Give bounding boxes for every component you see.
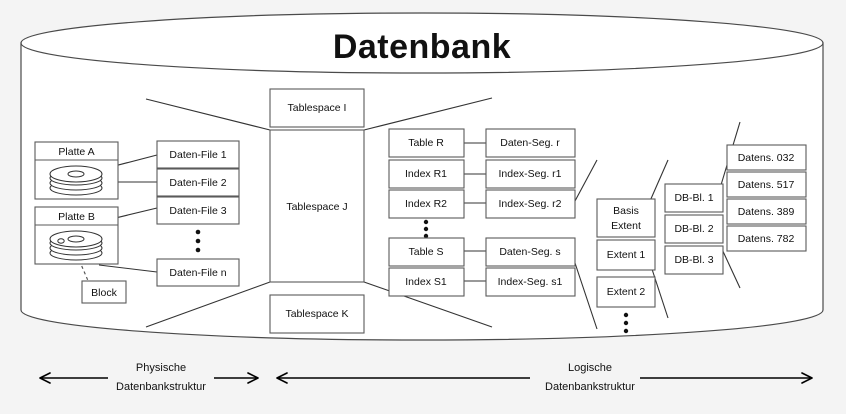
data-file-item[interactable]: Daten-File 3 [156, 196, 240, 225]
block-label: Block [91, 287, 117, 299]
axis-label-line2: Datenbankstruktur [116, 381, 206, 393]
object-label: Index R1 [405, 168, 447, 180]
db-block-item[interactable]: DB-Bl. 2 [664, 214, 724, 244]
object-label: Index S1 [405, 276, 447, 288]
disk-label: Platte B [58, 211, 95, 223]
tablespace-item-i[interactable]: Tablespace I [269, 88, 365, 128]
axis-logical: Logische Datenbankstruktur [276, 362, 813, 393]
segment-label: Daten-Seg. s [499, 246, 560, 258]
disk-platte-b[interactable]: Platte B [34, 206, 119, 265]
object-item[interactable]: Index R1 [388, 159, 465, 189]
object-label: Index R2 [405, 198, 447, 210]
data-file-item[interactable]: Daten-File 2 [156, 168, 240, 197]
db-block-label: DB-Bl. 1 [674, 192, 713, 204]
segment-label: Index-Seg. s1 [498, 276, 563, 288]
object-list: Table R Index R1 Index R2 Table S Index … [388, 128, 465, 297]
extent-item[interactable]: Extent 2 [596, 276, 656, 308]
axis-label-line1: Physische [136, 362, 186, 374]
logical-connector-lines [363, 97, 741, 330]
extent-label-line1: Basis [613, 205, 639, 217]
segment-item[interactable]: Daten-Seg. s [485, 237, 576, 267]
data-file-list: Daten-File 1 Daten-File 2 Daten-File 3 D… [156, 140, 240, 287]
page-title: Datenbank [333, 28, 511, 66]
segment-list: Daten-Seg. r Index-Seg. r1 Index-Seg. r2… [485, 128, 576, 297]
tablespace-item-k[interactable]: Tablespace K [269, 294, 365, 334]
segment-label: Index-Seg. r1 [498, 168, 561, 180]
segment-item[interactable]: Index-Seg. s1 [485, 267, 576, 297]
block-box[interactable]: Block [81, 280, 127, 304]
extent-item-basis[interactable]: Basis Extent [596, 198, 656, 238]
record-label: Datens. 782 [738, 233, 795, 245]
object-item[interactable]: Table S [388, 237, 465, 267]
axis-physical: Physische Datenbankstruktur [39, 362, 259, 393]
db-block-label: DB-Bl. 2 [674, 223, 713, 235]
data-file-label: Daten-File 3 [169, 205, 226, 217]
extent-label-line2: Extent [611, 220, 641, 232]
disk-platter-icon [49, 165, 103, 196]
segment-item[interactable]: Index-Seg. r1 [485, 159, 576, 189]
data-file-label: Daten-File 1 [169, 149, 226, 161]
record-label: Datens. 389 [738, 206, 795, 218]
segment-label: Daten-Seg. r [500, 137, 560, 149]
extent-label: Extent 1 [607, 249, 646, 261]
record-item[interactable]: Datens. 389 [726, 198, 807, 225]
object-label: Table R [408, 137, 444, 149]
record-list: Datens. 032 Datens. 517 Datens. 389 Date… [726, 144, 807, 252]
object-item[interactable]: Index S1 [388, 267, 465, 297]
object-item[interactable]: Index R2 [388, 189, 465, 219]
tablespace-item-j[interactable]: Tablespace J [269, 129, 365, 283]
segment-label: Index-Seg. r2 [498, 198, 561, 210]
data-file-item[interactable]: Daten-File 1 [156, 140, 240, 169]
vertical-dots-icon [423, 219, 429, 239]
data-file-label: Daten-File 2 [169, 177, 226, 189]
record-label: Datens. 517 [738, 179, 795, 191]
tablespace-list: Tablespace I Tablespace J Tablespace K [269, 88, 365, 334]
record-label: Datens. 032 [738, 152, 795, 164]
object-item[interactable]: Table R [388, 128, 465, 158]
db-block-label: DB-Bl. 3 [674, 254, 713, 266]
record-item[interactable]: Datens. 517 [726, 171, 807, 198]
tablespace-label: Tablespace J [286, 201, 347, 213]
axis-label-line1: Logische [568, 362, 612, 374]
vertical-dots-icon [195, 229, 201, 253]
object-label: Table S [408, 246, 443, 258]
segment-item[interactable]: Index-Seg. r2 [485, 189, 576, 219]
data-file-item[interactable]: Daten-File n [156, 258, 240, 287]
record-item[interactable]: Datens. 782 [726, 225, 807, 252]
tablespace-label: Tablespace I [288, 102, 347, 114]
axis-label-line2: Datenbankstruktur [545, 381, 635, 393]
tablespace-label: Tablespace K [285, 308, 348, 320]
db-block-item[interactable]: DB-Bl. 3 [664, 245, 724, 275]
extent-list: Basis Extent Extent 1 Extent 2 [596, 198, 656, 334]
disk-platte-a[interactable]: Platte A [34, 141, 119, 200]
extent-label: Extent 2 [607, 286, 646, 298]
vertical-dots-icon [623, 312, 629, 334]
data-file-label: Daten-File n [169, 267, 226, 279]
db-block-list: DB-Bl. 1 DB-Bl. 2 DB-Bl. 3 [664, 183, 724, 275]
extent-item[interactable]: Extent 1 [596, 239, 656, 271]
disk-platter-icon [49, 230, 103, 261]
record-item[interactable]: Datens. 032 [726, 144, 807, 171]
segment-item[interactable]: Daten-Seg. r [485, 128, 576, 158]
db-block-item[interactable]: DB-Bl. 1 [664, 183, 724, 213]
disk-label: Platte A [58, 146, 94, 158]
